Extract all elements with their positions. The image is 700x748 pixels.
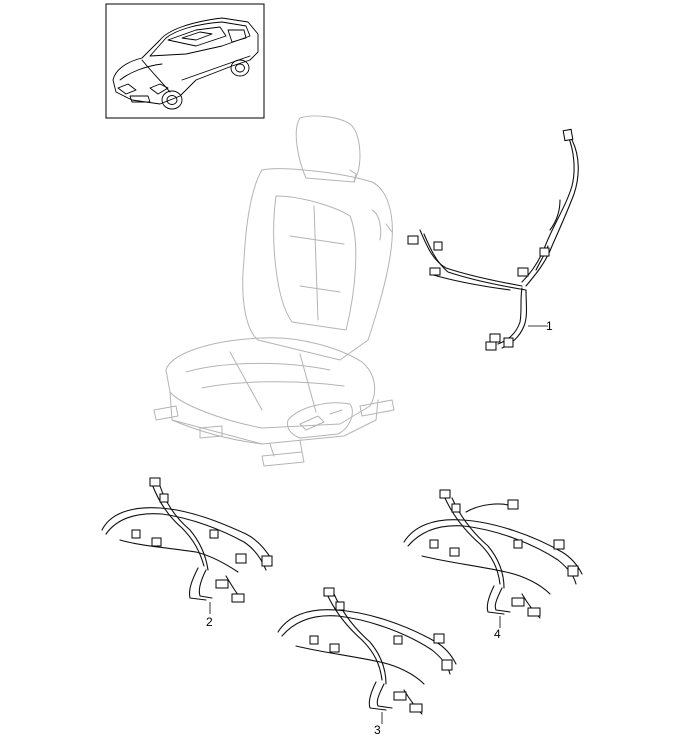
callout-2: 2 [206,615,213,629]
callout-3: 3 [374,723,381,737]
harness-part-1: 1 [407,128,579,351]
seat-illustration [153,115,395,467]
callout-1: 1 [546,319,553,333]
harness-part-2: 2 [101,477,273,629]
harness-part-4: 4 [403,489,583,641]
harness-part-3: 3 [277,587,457,737]
callout-4: 4 [494,627,501,641]
vehicle-thumbnail [105,3,265,119]
